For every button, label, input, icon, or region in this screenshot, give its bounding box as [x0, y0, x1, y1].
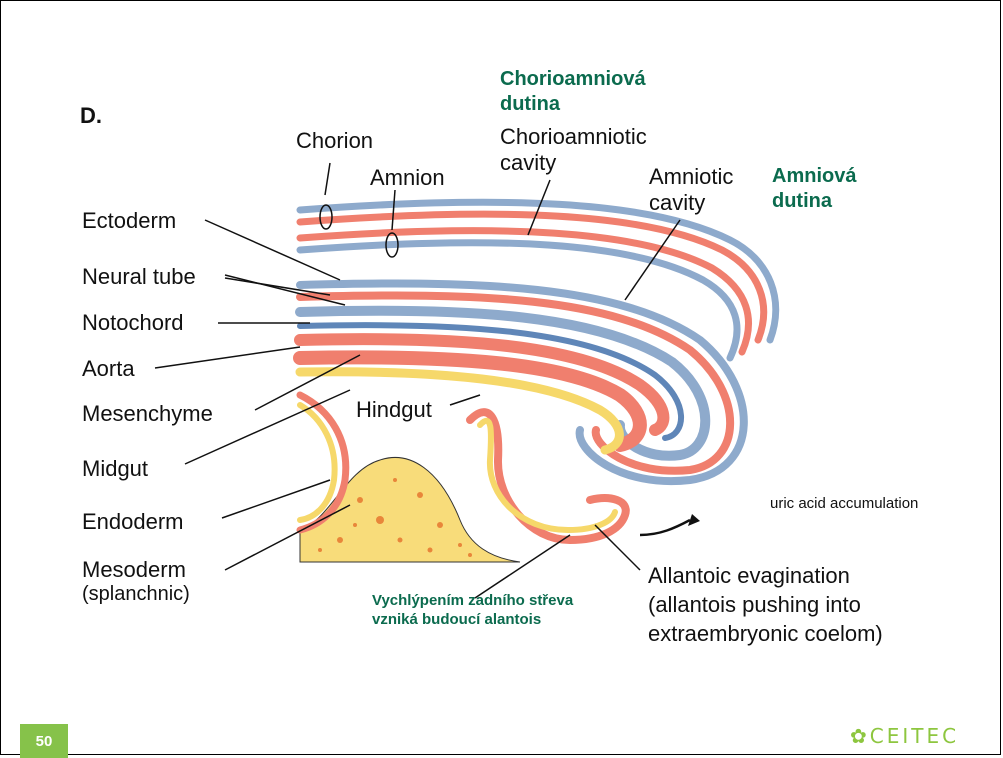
panel-letter: D. [80, 103, 102, 129]
allantois [470, 412, 626, 540]
logo-icon: ✿ [850, 724, 870, 748]
label-uric-acid: uric acid accumulation [770, 495, 918, 512]
label-mesoderm-sub: (splanchnic) [82, 583, 190, 606]
label-midgut: Midgut [82, 456, 148, 482]
label-amnion: Amnion [370, 165, 445, 191]
czech-amniova-1: Amniová [772, 165, 856, 188]
label-mesoderm: Mesoderm [82, 557, 186, 583]
uric-acid-arrow [640, 520, 690, 535]
label-ectoderm: Ectoderm [82, 208, 176, 234]
label-aorta: Aorta [82, 356, 135, 382]
label-chorion: Chorion [296, 128, 373, 154]
label-allantoic-3: extraembryonic coelom) [648, 621, 883, 647]
label-amniotic-cavity: Amniotic cavity [649, 164, 733, 216]
label-endoderm: Endoderm [82, 509, 184, 535]
label-neural-tube: Neural tube [82, 264, 196, 290]
czech-allantois-1: Vychlýpením zadního střeva [372, 592, 573, 609]
ceitec-logo: ✿CEITEC [850, 724, 959, 748]
logo-text: CEITEC [870, 724, 959, 748]
label-allantoic-2: (allantois pushing into [648, 592, 861, 618]
czech-chorioamnion-2: dutina [500, 93, 560, 116]
czech-allantois-2: vzniká budoucí alantois [372, 611, 541, 628]
label-allantoic-1: Allantoic evagination [648, 563, 850, 589]
label-notochord: Notochord [82, 310, 184, 336]
label-mesenchyme: Mesenchyme [82, 401, 213, 427]
label-hindgut: Hindgut [356, 397, 432, 423]
czech-chorioamnion-1: Chorioamniová [500, 68, 646, 91]
label-chorioamniotic-cavity: Chorioamniotic cavity [500, 124, 647, 176]
slide-number: 50 [20, 724, 68, 758]
czech-amniova-2: dutina [772, 190, 832, 213]
embryo-layers [300, 284, 744, 482]
